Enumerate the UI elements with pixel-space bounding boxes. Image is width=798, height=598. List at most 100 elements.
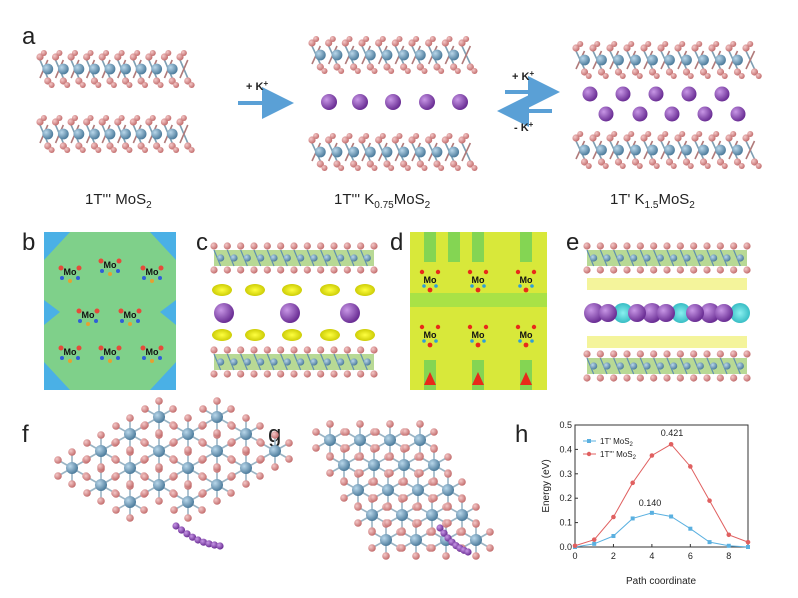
k-atom (452, 94, 468, 110)
mo-atom (323, 358, 331, 366)
atom (237, 266, 245, 274)
s-atom (271, 431, 279, 439)
s-atom (383, 63, 391, 71)
s-atom (375, 136, 383, 144)
s-atom (312, 444, 320, 452)
s-atom (636, 73, 643, 79)
s-atom (67, 118, 75, 126)
atom (623, 242, 631, 250)
mo-atom (135, 128, 147, 140)
mo-atom (630, 362, 638, 370)
s-atom (721, 73, 728, 79)
data-point (572, 543, 578, 549)
s-atom (228, 438, 236, 446)
mo-atom (314, 49, 326, 61)
mo-atom (412, 484, 424, 496)
mo-atom (324, 434, 336, 446)
atom (263, 370, 271, 378)
s-atom (640, 134, 648, 142)
s-atom (48, 147, 55, 153)
s-atom (64, 147, 71, 153)
mo-atom (664, 144, 675, 156)
atom (317, 346, 325, 354)
atom (663, 242, 671, 250)
s-atom (416, 63, 424, 71)
s-atom (75, 77, 83, 85)
atom (250, 370, 258, 378)
mo-atom (431, 146, 443, 158)
atom (263, 242, 271, 250)
atom (210, 346, 218, 354)
k-atom (352, 94, 368, 110)
s-atom (137, 77, 145, 85)
s-atom (670, 73, 677, 79)
s-atom (106, 142, 114, 150)
s-atom (713, 41, 720, 47)
mo-atom (698, 144, 709, 156)
s-atom (408, 136, 416, 144)
s-atom (653, 73, 660, 79)
mo-atom (630, 144, 641, 156)
s-atom (458, 495, 466, 503)
mo-atom (95, 445, 107, 457)
mo-atom (723, 362, 731, 370)
s-atom (242, 480, 250, 488)
mo-atom (270, 254, 278, 262)
s-atom (384, 503, 392, 511)
mo-atom (243, 358, 251, 366)
s-atom (126, 414, 134, 422)
s-atom (619, 73, 626, 79)
k-atom (199, 538, 208, 546)
atom (210, 370, 218, 378)
s-atom (665, 68, 674, 76)
mo-atom (596, 144, 607, 156)
mo-atom (647, 54, 658, 66)
mo-atom (151, 128, 163, 140)
atom (663, 374, 671, 382)
mo-atom (681, 144, 692, 156)
mo-atom (414, 146, 426, 158)
s-atom (168, 142, 176, 150)
s-atom (396, 36, 403, 42)
atom (703, 374, 711, 382)
mo-label: Mo (64, 347, 77, 357)
mo-atom (431, 49, 443, 61)
mo-atom (182, 462, 194, 474)
mo-label: Mo (520, 275, 533, 285)
s-atom (90, 77, 99, 85)
atom (716, 374, 724, 382)
s-atom (750, 158, 759, 166)
s-atom (400, 63, 408, 71)
s-atom (386, 469, 394, 477)
atom (743, 374, 751, 382)
s-atom (425, 39, 433, 47)
s-atom (346, 36, 353, 42)
s-atom (354, 519, 362, 527)
mo-atom (42, 128, 54, 140)
mo-label: Mo (520, 330, 533, 340)
k-atom (697, 106, 713, 122)
s-atom (747, 131, 754, 137)
atom (317, 266, 325, 274)
s-atom (141, 405, 149, 413)
atom (290, 346, 298, 354)
s-atom (653, 163, 660, 169)
data-point (611, 514, 616, 520)
s-atom (90, 142, 99, 150)
s-atom (730, 131, 737, 137)
s-atom (450, 63, 458, 71)
mo-atom (124, 496, 136, 508)
mo-atom (331, 49, 343, 61)
mo-label: Mo (472, 275, 485, 285)
data-point (630, 480, 635, 486)
k-atom (340, 303, 360, 323)
k-atom (598, 106, 614, 122)
mo-atom (269, 445, 281, 457)
s-atom (454, 68, 461, 74)
s-atom (708, 44, 716, 52)
s-atom (597, 68, 606, 76)
s-atom (213, 497, 221, 505)
s-atom (682, 68, 691, 76)
s-atom (458, 39, 466, 47)
